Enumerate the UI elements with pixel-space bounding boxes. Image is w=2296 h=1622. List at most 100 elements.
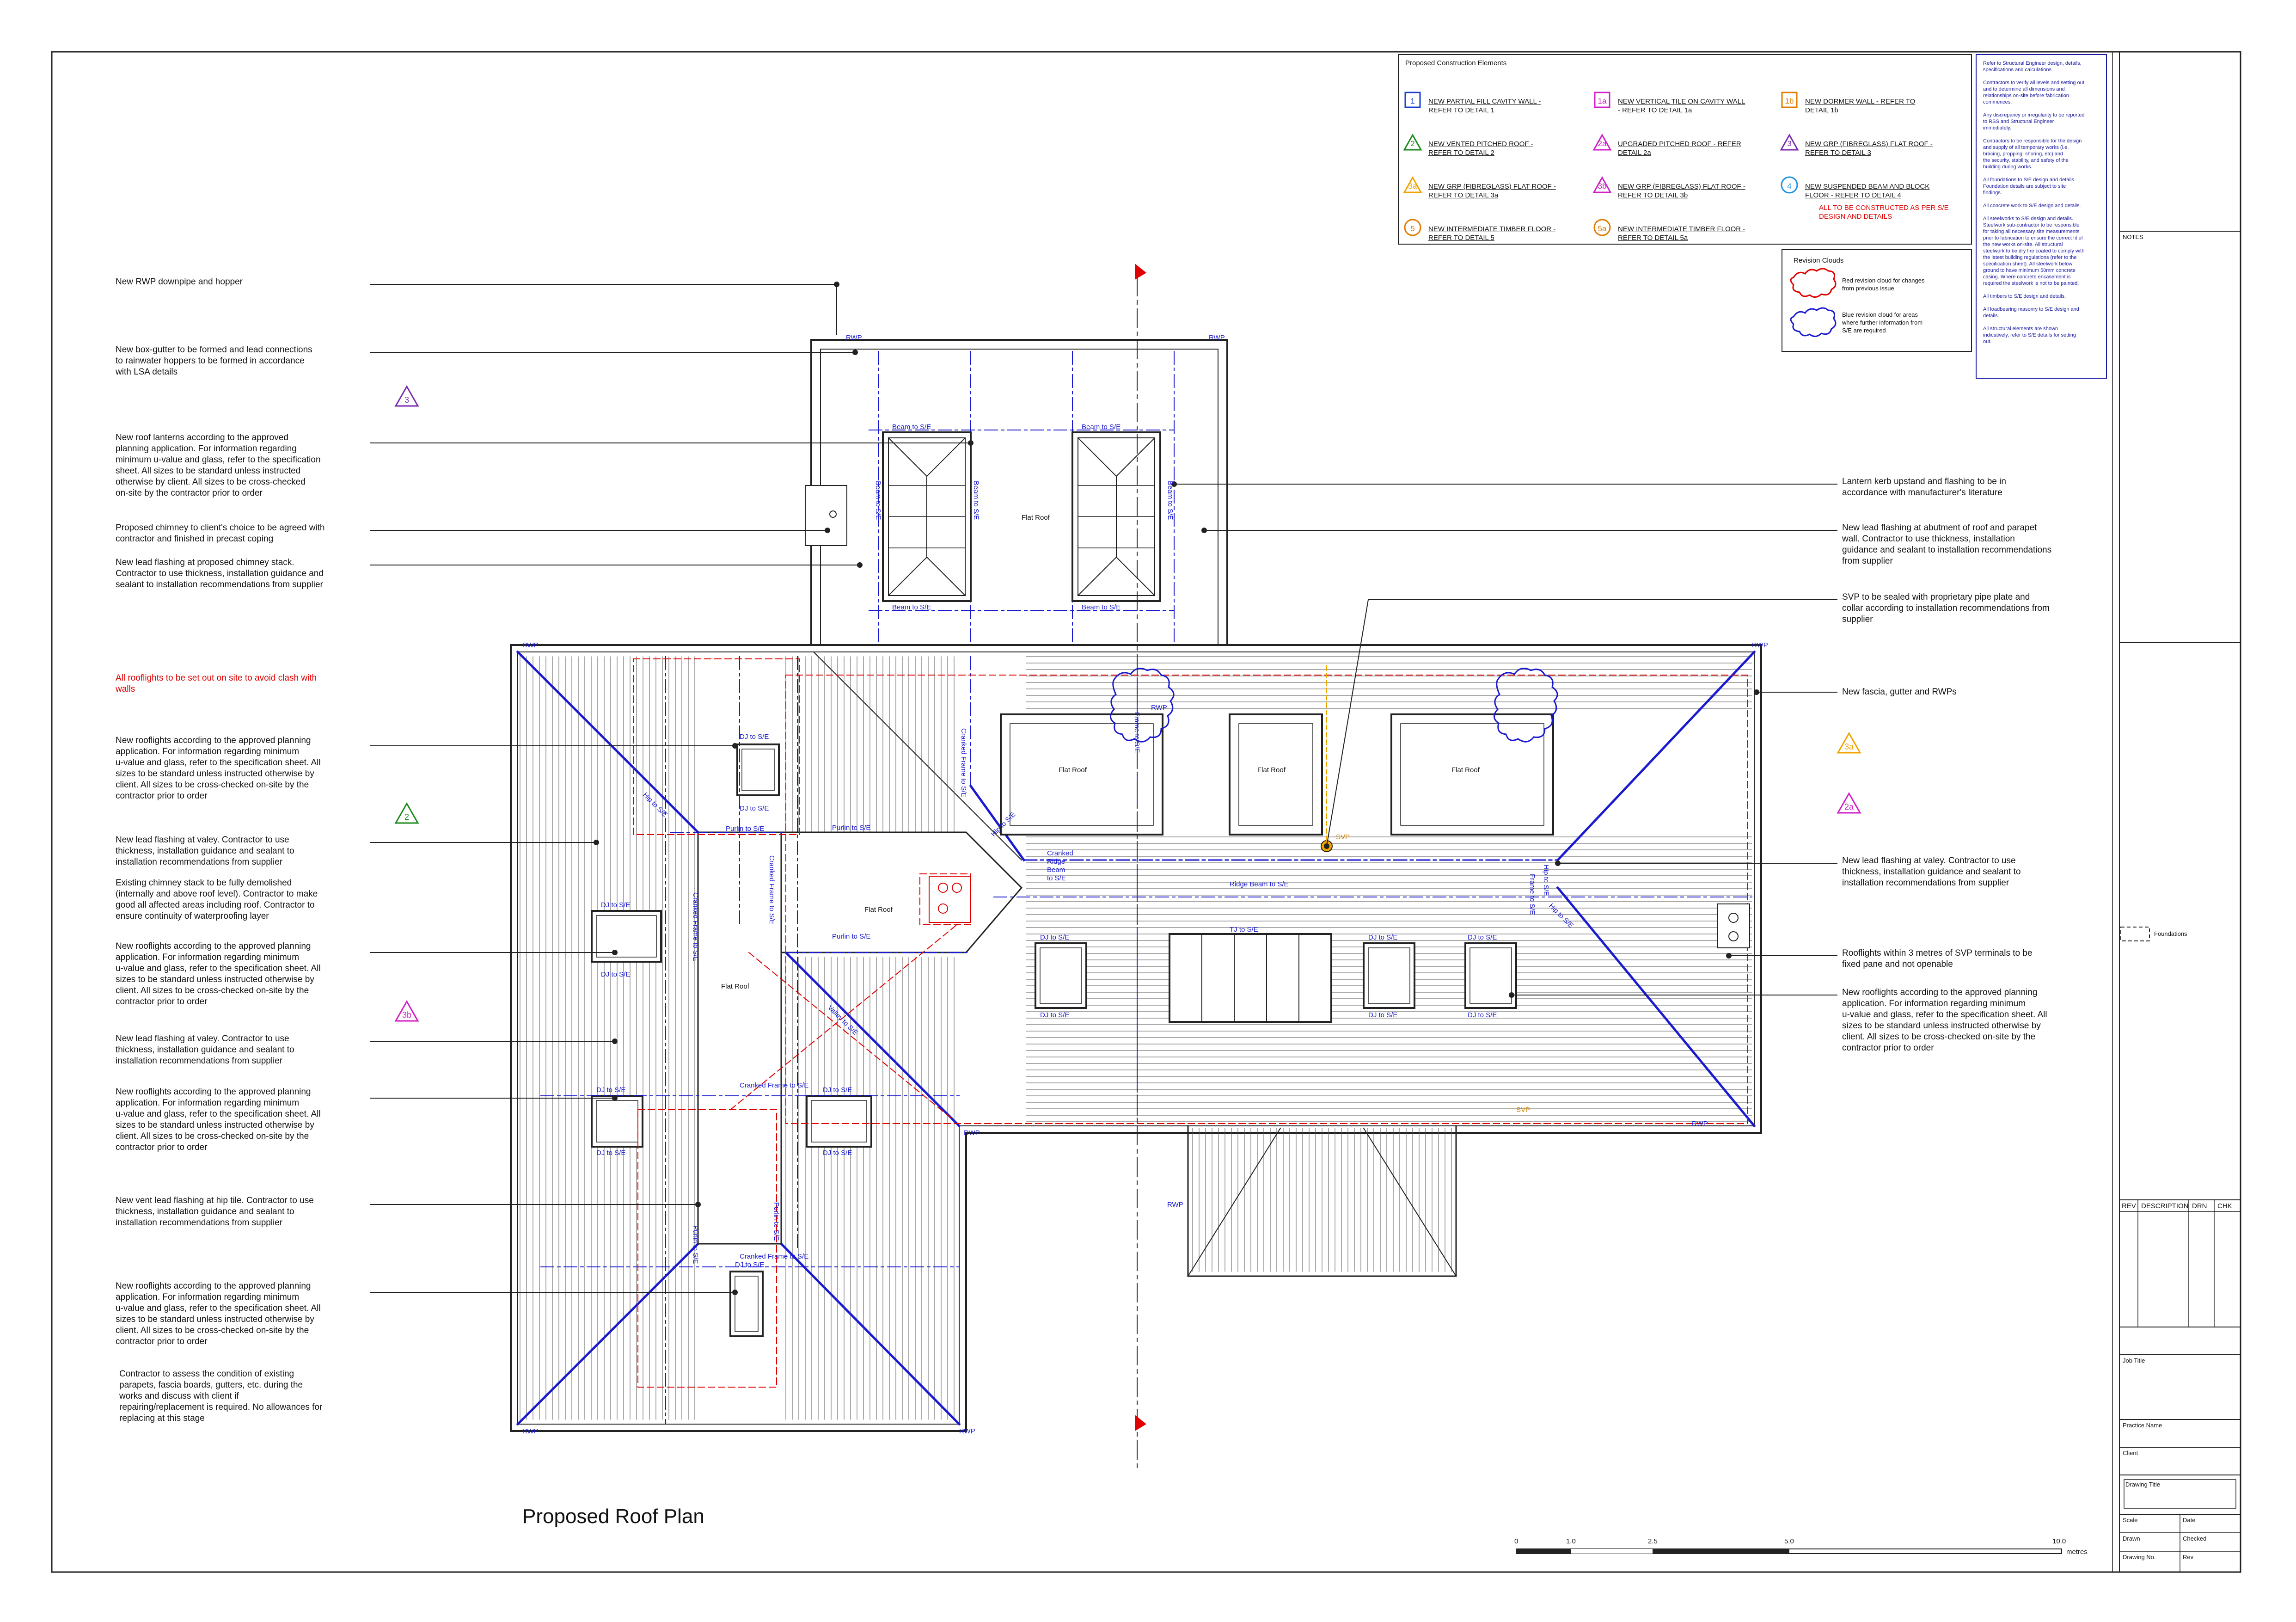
drawing-title: Proposed Roof Plan bbox=[522, 1505, 704, 1528]
legend-tag-5a: 5a bbox=[1598, 224, 1607, 233]
se-note: ALL TO BE CONSTRUCTED AS PER S/E DESIGN … bbox=[1819, 204, 1949, 221]
legend-item-1: NEW PARTIAL FILL CAVITY WALL - REFER TO … bbox=[1428, 98, 1541, 114]
roof-plan bbox=[510, 264, 1762, 1471]
legend-tag-2: 2 bbox=[1410, 139, 1414, 148]
legend-item-1a: NEW VERTICAL TILE ON CAVITY WALL - REFER… bbox=[1618, 98, 1745, 114]
legend-item-1b: NEW DORMER WALL - REFER TO DETAIL 1b bbox=[1805, 98, 1916, 114]
rooflight-5 bbox=[1464, 942, 1517, 1009]
legend-tag-1b: 1b bbox=[1785, 97, 1794, 105]
plan-label-dj_se: DJ to S/E bbox=[823, 1086, 852, 1094]
plan-label-rwp: RWP bbox=[1752, 641, 1768, 649]
tb-notes-label: NOTES bbox=[2123, 233, 2143, 240]
plan-label-rwp: RWP bbox=[1209, 334, 1225, 342]
plan-label-cranked_frame_se: Cranked Frame to S/E bbox=[960, 728, 967, 797]
note-right-6: Rooflights within 3 metres of SVP termin… bbox=[1842, 948, 2033, 969]
tb-foundations-label: Foundations bbox=[2154, 930, 2187, 937]
note-left-3: New roof lanterns according to the appro… bbox=[116, 433, 321, 498]
tag-marker-3 bbox=[394, 385, 419, 407]
plan-label-hip_se: Hip to S/E bbox=[1542, 865, 1550, 896]
legend-item-4: NEW SUSPENDED BEAM AND BLOCK FLOOR - REF… bbox=[1805, 183, 1930, 199]
legend-tag-4: 4 bbox=[1787, 182, 1791, 190]
legend-title: Proposed Construction Elements bbox=[1405, 59, 1507, 67]
revision-clouds-title: Revision Clouds bbox=[1794, 257, 1844, 264]
plan-label-beam_se: Beam to S/E bbox=[892, 423, 931, 431]
tb-drawing-no-label: Drawing No. bbox=[2123, 1554, 2156, 1561]
plan-label-rwp: RWP bbox=[1167, 1201, 1183, 1209]
legend-tag-3b: 3b bbox=[1598, 182, 1607, 190]
blue-cloud-sample bbox=[1790, 307, 1837, 337]
tag-text-2a: 2a bbox=[1844, 802, 1854, 811]
plan-label-flat_roof: Flat Roof bbox=[721, 983, 750, 990]
rev-header-rev: REV bbox=[2122, 1202, 2136, 1210]
legend-item-5a: NEW INTERMEDIATE TIMBER FLOOR - REFER TO… bbox=[1618, 225, 1745, 242]
plan-label-purlin_se: Purlin to S/E bbox=[726, 825, 764, 833]
plan-label-rwp: RWP bbox=[846, 334, 862, 342]
tag-marker-2a bbox=[1837, 792, 1861, 814]
plan-label-dj_se: DJ to S/E bbox=[1040, 934, 1069, 941]
general-notes-box bbox=[1976, 54, 2107, 379]
plan-label-purlin_se: Purlin to S/E bbox=[692, 1225, 699, 1264]
plan-label-beam_se: Beam to S/E bbox=[1082, 423, 1120, 431]
plan-label-dj_se: DJ to S/E bbox=[596, 1086, 625, 1094]
scale-unit: metres bbox=[2066, 1548, 2088, 1556]
tb-project-label: Job Title bbox=[2123, 1357, 2145, 1364]
plan-label-beam_se: Beam to S/E bbox=[892, 603, 931, 611]
rev-header-description: DESCRIPTION bbox=[2141, 1202, 2189, 1210]
legend-symbol-5a bbox=[1593, 219, 1611, 236]
scale-tick-0: 0 bbox=[1514, 1537, 1518, 1545]
plan-label-dj_se: DJ to S/E bbox=[596, 1149, 625, 1157]
legend-tag-1a: 1a bbox=[1598, 97, 1607, 105]
legend-symbol-5 bbox=[1404, 219, 1421, 236]
legend-item-3a: NEW GRP (FIBREGLASS) FLAT ROOF - REFER T… bbox=[1428, 183, 1556, 199]
plan-label-beam_se: Beam to S/E bbox=[874, 481, 882, 520]
note-left-4: Proposed chimney to client's choice to b… bbox=[116, 523, 325, 544]
plan-label-purlin_se: Purlin to S/E bbox=[832, 933, 870, 940]
tb-date-label: Date bbox=[2183, 1517, 2196, 1524]
plan-label-flat_roof: Flat Roof bbox=[1451, 766, 1480, 774]
tag-marker-3a bbox=[1837, 731, 1861, 754]
tb-checked-label: Checked bbox=[2183, 1535, 2207, 1542]
note-left-8: New lead flashing at valey. Contractor t… bbox=[116, 835, 294, 867]
tb-scale-label: Scale bbox=[2123, 1517, 2138, 1524]
plan-label-dj_se: DJ to S/E bbox=[1368, 1011, 1397, 1019]
rooflight-multi bbox=[1169, 933, 1332, 1023]
legend-symbol-3b bbox=[1592, 176, 1612, 193]
plan-label-ridge_beam_se: Ridge Beam to S/E bbox=[1230, 880, 1289, 888]
tag-text-3b: 3b bbox=[402, 1010, 411, 1020]
note-left-1: New RWP downpipe and hopper bbox=[116, 277, 243, 287]
rooflight-6 bbox=[591, 1095, 643, 1148]
legend-symbol-2a bbox=[1592, 133, 1612, 151]
legend-item-3b: NEW GRP (FIBREGLASS) FLAT ROOF - REFER T… bbox=[1618, 183, 1745, 199]
note-right-2: New lead flashing at abutment of roof an… bbox=[1842, 523, 2052, 566]
rooflight-2 bbox=[591, 910, 662, 963]
legend-symbol-1b bbox=[1781, 92, 1798, 108]
legend-symbol-4 bbox=[1781, 176, 1798, 194]
plan-label-frame_se: Frame to S/E bbox=[1528, 874, 1536, 915]
rev-header-drn: DRN bbox=[2192, 1202, 2207, 1210]
scale-tick-4: 10.0 bbox=[2052, 1537, 2066, 1545]
rev-header-chk: CHK bbox=[2217, 1202, 2232, 1210]
rooflight-3 bbox=[1035, 942, 1087, 1009]
plan-label-flat_roof: Flat Roof bbox=[1257, 766, 1286, 774]
note-left-7: New rooflights according to the approved… bbox=[116, 736, 321, 801]
tag-marker-3b bbox=[394, 1000, 419, 1022]
leader-lines bbox=[370, 282, 1837, 1295]
tb-drawn-label: Drawn bbox=[2123, 1535, 2140, 1542]
note-left-9: Existing chimney stack to be fully demol… bbox=[116, 878, 318, 921]
legend-tag-2a: 2a bbox=[1598, 139, 1607, 148]
note-right-5: New lead flashing at valey. Contractor t… bbox=[1842, 856, 2021, 888]
plan-label-svp: SVP bbox=[1336, 833, 1350, 841]
plan-label-frame_se: Frame to S/E bbox=[1133, 712, 1141, 753]
plan-label-flat_roof: Flat Roof bbox=[864, 906, 893, 914]
plan-label-flat_roof: Flat Roof bbox=[1022, 514, 1050, 522]
tag-text-3a: 3a bbox=[1844, 742, 1854, 751]
scale-tick-3: 5.0 bbox=[1784, 1537, 1794, 1545]
plan-label-cranked_frame_se: Cranked Frame to S/E bbox=[692, 892, 699, 961]
plan-label-hip_se: Hip to S/E bbox=[1547, 902, 1575, 930]
title-block bbox=[2119, 51, 2241, 1573]
legend-item-3: NEW GRP (FIBREGLASS) FLAT ROOF - REFER T… bbox=[1805, 140, 1933, 157]
tag-text-3: 3 bbox=[404, 395, 409, 405]
